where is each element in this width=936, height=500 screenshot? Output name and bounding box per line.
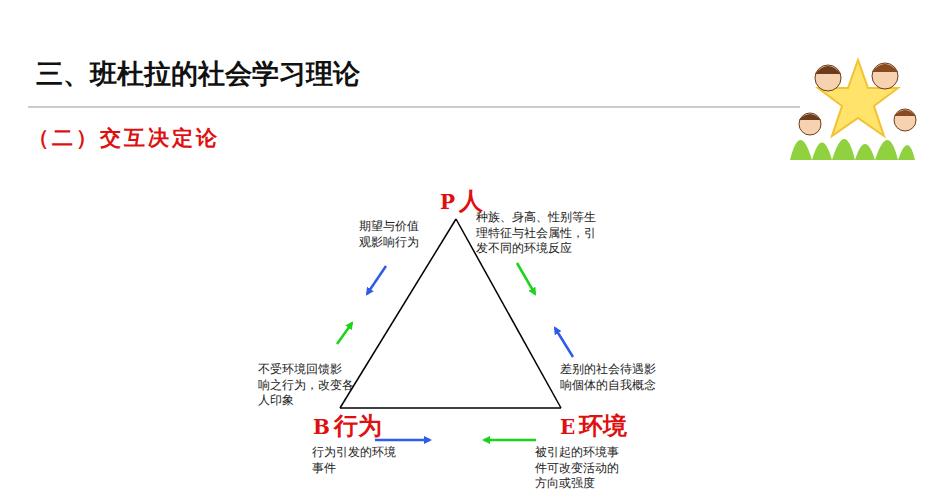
- annotation-text: 期望与价值 观影响行为: [359, 219, 423, 250]
- annotation-text: 行为引发的环境 事件: [312, 445, 399, 476]
- annotation-text: 种族、身高、性别等生 理特征与社会属性，引 发不同的环境反应: [476, 210, 598, 257]
- vertex-name: 环境: [579, 410, 627, 442]
- triangle-side: [340, 219, 456, 408]
- vertex-node: P人: [436, 183, 487, 219]
- vertex-node: B行为: [309, 408, 386, 444]
- vertex-name: 人: [459, 185, 483, 217]
- title-rule: [28, 107, 800, 108]
- slide-title: 三、班杜拉的社会学习理论: [36, 56, 360, 92]
- annotation-text: 差别的社会待遇影 响個体的自我概念: [560, 362, 659, 393]
- triangle-side: [340, 407, 561, 409]
- section-subtitle: （二）交互决定论: [28, 124, 220, 152]
- annotation-text: 不受环境回馈影 响之行为，改变各 人印象: [258, 362, 357, 409]
- vertex-node: E环境: [556, 408, 631, 444]
- vertex-letter: P: [440, 190, 455, 214]
- annotation-text: 被引起的环境事 件可改变活动的 方向或强度: [535, 445, 622, 492]
- vertex-letter: E: [560, 415, 575, 439]
- vertex-letter: B: [313, 415, 330, 439]
- vertex-name: 行为: [334, 410, 382, 442]
- kids-illustration: [790, 60, 916, 160]
